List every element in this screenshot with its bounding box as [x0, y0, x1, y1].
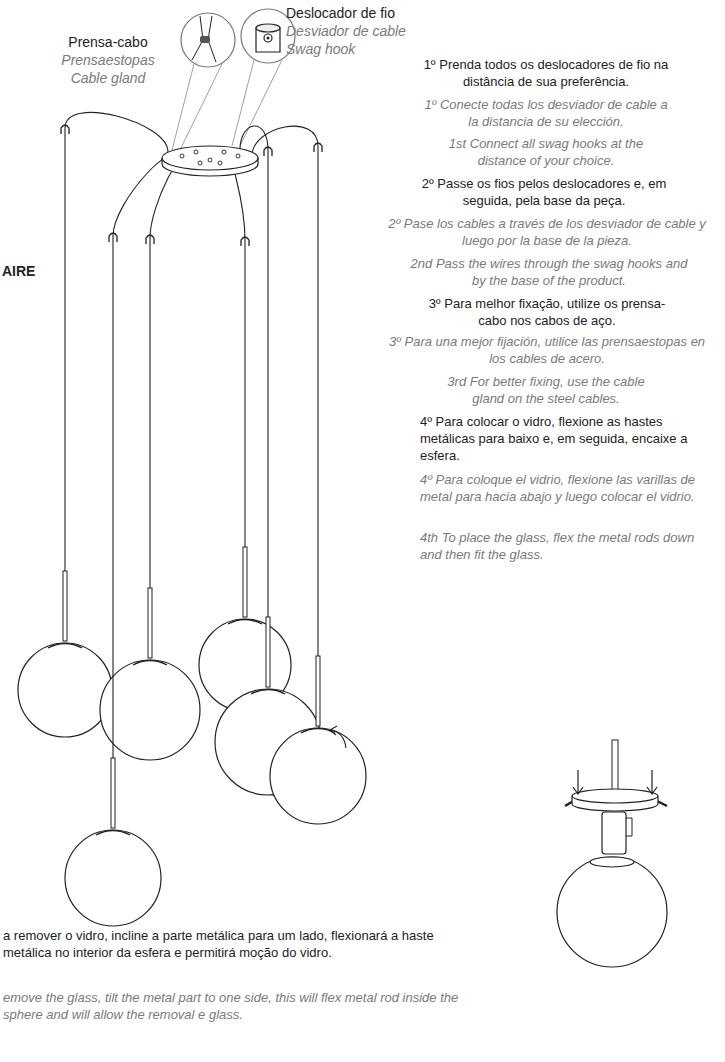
swag-hook	[109, 233, 117, 242]
label-text: a remover o vidro, incline a parte metál…	[3, 928, 473, 962]
swag-hook	[241, 237, 249, 246]
label-text: 4º Para colocar o vidro, flexione as has…	[420, 414, 710, 465]
pendant-wire	[113, 155, 178, 758]
label-text: 1st Connect all swag hooks at the distan…	[430, 136, 662, 170]
sphere-cap	[96, 831, 130, 836]
leader-line	[172, 64, 194, 150]
glass-fitting-detail	[557, 740, 667, 967]
label-text: 3º Para melhor fixação, utilize os prens…	[416, 296, 678, 330]
label-text: 1º Prenda todos os deslocadores de fio n…	[420, 57, 672, 91]
canopy-hole	[222, 150, 226, 154]
label-text: 3rd For better fixing, use the cable gla…	[430, 374, 662, 408]
swag-hook	[61, 125, 69, 134]
pendant-wire	[65, 112, 168, 571]
pendant-wire	[252, 126, 318, 656]
label-text: Swag hook	[286, 40, 426, 58]
fitting-disc	[572, 789, 658, 803]
canopy-hole	[218, 161, 222, 165]
pendant-rod	[266, 617, 270, 687]
leader-line	[232, 60, 254, 146]
magnifier-circle	[181, 13, 235, 67]
lamp-socket-clip	[626, 818, 632, 836]
canopy-hole	[236, 154, 240, 158]
label-text: Desviador de cable	[286, 22, 426, 40]
sphere-cap	[251, 690, 285, 695]
sphere-cap	[133, 661, 167, 666]
sphere-cap	[48, 644, 82, 649]
pendant-rod	[612, 740, 618, 796]
pendant-rod	[316, 656, 320, 726]
glass-sphere	[65, 830, 161, 926]
pendant-rod	[63, 571, 67, 641]
glass-sphere	[270, 728, 366, 824]
sphere-cap	[301, 729, 335, 734]
label-text: AIRE	[2, 262, 62, 280]
cable-gland	[200, 36, 210, 43]
canopy-hole	[180, 154, 184, 158]
label-text: 4º Para coloque el vidrio, flexione las …	[420, 472, 710, 506]
canopy-hole	[194, 150, 198, 154]
arrow-head	[330, 726, 337, 735]
label-text: 4th To place the glass, flex the metal r…	[420, 530, 710, 564]
sphere-opening	[590, 857, 634, 867]
glass-sphere	[18, 643, 112, 737]
label-text: Prensaestopas	[58, 51, 158, 69]
lamp-socket	[602, 812, 626, 854]
pendant-wire	[240, 126, 268, 617]
pendant-wire	[150, 159, 186, 588]
pendant-rod	[111, 758, 115, 828]
label-text: 3º Para una mejor fijación, utilice las …	[386, 334, 708, 368]
label-text: Cable gland	[58, 69, 158, 87]
swag-hook-hole	[264, 34, 272, 42]
sphere-cap	[228, 620, 262, 625]
swag-hook-detail	[256, 24, 280, 32]
canopy-hole	[198, 161, 202, 165]
glass-sphere	[557, 857, 667, 967]
pendant-rod	[243, 547, 247, 617]
pendant-rod	[148, 588, 152, 658]
label-text: 1º Conecte todas los desviador de cable …	[420, 97, 672, 131]
swag-hook	[264, 147, 272, 156]
canopy-hole	[208, 158, 212, 162]
glass-sphere	[100, 660, 200, 760]
label-text: 2º Passe os fios pelos deslocadores e, e…	[408, 176, 680, 210]
label-text: 2nd Pass the wires through the swag hook…	[404, 256, 694, 290]
swag-hook	[146, 235, 154, 244]
label-text: emove the glass, tilt the metal part to …	[3, 990, 473, 1024]
leader-line	[180, 64, 222, 150]
down-arrow	[573, 770, 583, 794]
down-arrow	[647, 770, 657, 794]
swag-hook-hole	[267, 37, 270, 40]
canopy	[162, 146, 258, 170]
label-text: Prensa-cabo	[58, 33, 158, 51]
swag-hook	[314, 143, 322, 152]
label-text: Deslocador de fio	[286, 4, 426, 22]
pendant-wire	[228, 161, 245, 547]
leader-line	[240, 60, 282, 146]
chandelier-drawing	[18, 9, 667, 967]
label-text: 2º Pase los cables a través de los desvi…	[374, 216, 720, 250]
